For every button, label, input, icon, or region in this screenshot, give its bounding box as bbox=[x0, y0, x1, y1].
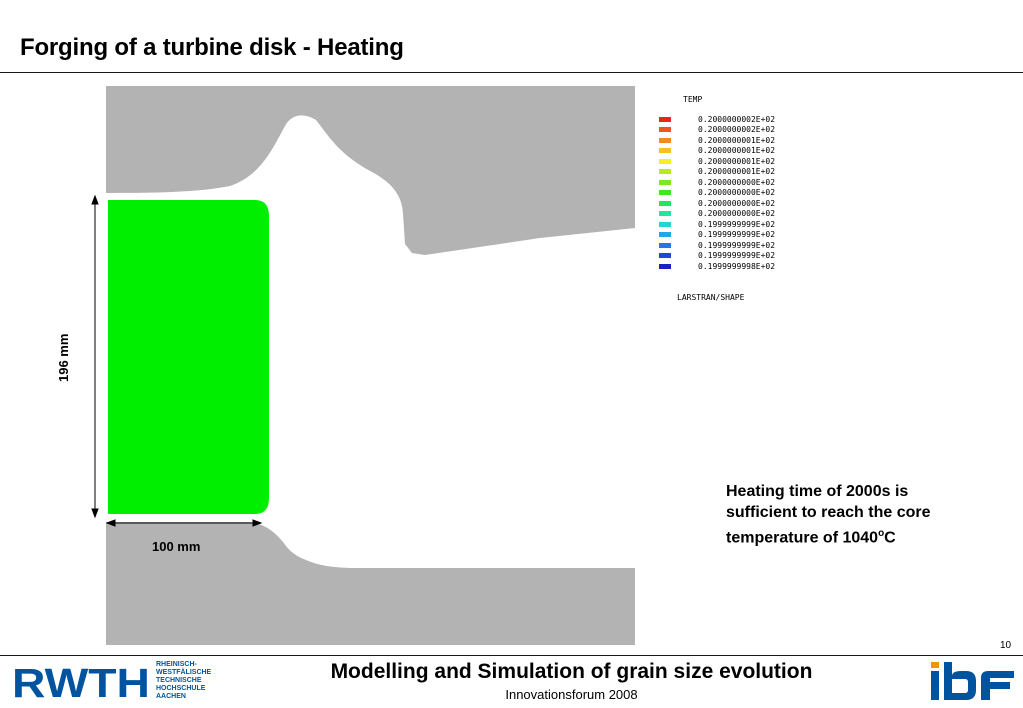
legend-value: 0.2000000001E+02 bbox=[698, 167, 776, 177]
rwth-line: RHEINISCH- bbox=[156, 661, 197, 668]
legend-swatch bbox=[659, 263, 671, 269]
legend-value: 0.2000000000E+02 bbox=[698, 177, 776, 187]
rwth-line: AACHEN bbox=[156, 693, 186, 700]
legend-row: 0.2000000001E+02 bbox=[659, 135, 809, 146]
legend-row: 0.2000000002E+02 bbox=[659, 125, 809, 136]
legend-row: 0.2000000000E+02 bbox=[659, 198, 809, 209]
legend-value: 0.1999999999E+02 bbox=[698, 219, 776, 229]
legend-swatch bbox=[659, 137, 671, 143]
legend-value: 0.1999999999E+02 bbox=[698, 251, 776, 261]
note-unit: C bbox=[884, 529, 896, 547]
legend-value: 0.1999999999E+02 bbox=[698, 240, 776, 250]
legend-value: 0.2000000000E+02 bbox=[698, 188, 776, 198]
width-dimension-arrow bbox=[105, 519, 263, 527]
legend-title: TEMP bbox=[683, 95, 703, 104]
legend-value: 0.2000000001E+02 bbox=[698, 156, 776, 166]
footer-subtitle: Innovationsforum 2008 bbox=[505, 687, 638, 702]
legend-swatch bbox=[659, 232, 671, 238]
legend-row: 0.2000000002E+02 bbox=[659, 114, 809, 125]
legend-row: 0.2000000000E+02 bbox=[659, 177, 809, 188]
legend-swatch bbox=[659, 179, 671, 185]
legend-value: 0.2000000002E+02 bbox=[698, 125, 776, 135]
rwth-logo-text: RWTH bbox=[12, 665, 150, 699]
legend-row: 0.1999999999E+02 bbox=[659, 251, 809, 262]
legend-value: 0.1999999998E+02 bbox=[698, 261, 776, 271]
legend-row: 0.1999999999E+02 bbox=[659, 230, 809, 241]
legend-row: 0.2000000000E+02 bbox=[659, 188, 809, 199]
legend-swatch bbox=[659, 127, 671, 133]
rwth-line: TECHNISCHE bbox=[156, 677, 202, 684]
rwth-line: HOCHSCHULE bbox=[156, 685, 206, 692]
legend-swatch bbox=[659, 158, 671, 164]
rwth-name-block: RHEINISCH- WESTFÄLISCHE TECHNISCHE HOCHS… bbox=[156, 661, 211, 701]
height-dimension-arrow bbox=[91, 194, 99, 519]
height-dimension-label: 196 mm bbox=[56, 333, 71, 382]
legend-swatch bbox=[659, 242, 671, 248]
footer-divider bbox=[0, 655, 1023, 656]
legend-value: 0.2000000001E+02 bbox=[698, 135, 776, 145]
legend-swatch bbox=[659, 116, 671, 122]
legend-swatch bbox=[659, 211, 671, 217]
legend-value: 0.2000000000E+02 bbox=[698, 198, 776, 208]
legend-swatch bbox=[659, 253, 671, 259]
footer-title: Modelling and Simulation of grain size e… bbox=[330, 660, 813, 683]
slide-title: Forging of a turbine disk - Heating bbox=[20, 34, 404, 61]
legend-row: 0.1999999998E+02 bbox=[659, 261, 809, 272]
legend-row: 0.2000000001E+02 bbox=[659, 146, 809, 157]
degree-mark: o bbox=[878, 528, 885, 539]
legend-swatch bbox=[659, 169, 671, 175]
legend-row: 0.1999999999E+02 bbox=[659, 240, 809, 251]
rwth-line: WESTFÄLISCHE bbox=[156, 669, 212, 676]
legend-row: 0.2000000000E+02 bbox=[659, 209, 809, 220]
legend-swatch bbox=[659, 148, 671, 154]
legend-swatch bbox=[659, 221, 671, 227]
title-divider bbox=[0, 72, 1023, 73]
legend-swatch bbox=[659, 190, 671, 196]
page-number: 10 bbox=[1000, 640, 1012, 651]
legend-value: 0.2000000001E+02 bbox=[698, 146, 776, 156]
legend-value: 0.2000000000E+02 bbox=[698, 209, 776, 219]
lower-die bbox=[106, 522, 635, 645]
legend-row: 0.1999999999E+02 bbox=[659, 219, 809, 230]
workpiece-billet bbox=[108, 200, 269, 514]
legend-footer: LARSTRAN/SHAPE bbox=[677, 293, 745, 302]
result-note: Heating time of 2000s is sufficient to r… bbox=[726, 481, 956, 548]
rwth-logo: RWTH bbox=[12, 665, 150, 699]
legend-row: 0.2000000001E+02 bbox=[659, 156, 809, 167]
width-dimension-label: 100 mm bbox=[152, 539, 201, 554]
ibf-logo bbox=[931, 662, 1014, 700]
legend-row: 0.2000000001E+02 bbox=[659, 167, 809, 178]
legend-value: 0.2000000002E+02 bbox=[698, 114, 776, 124]
upper-die bbox=[106, 86, 635, 255]
note-text: Heating time of 2000s is sufficient to r… bbox=[726, 483, 931, 547]
legend-swatch bbox=[659, 200, 671, 206]
legend-value: 0.1999999999E+02 bbox=[698, 230, 776, 240]
